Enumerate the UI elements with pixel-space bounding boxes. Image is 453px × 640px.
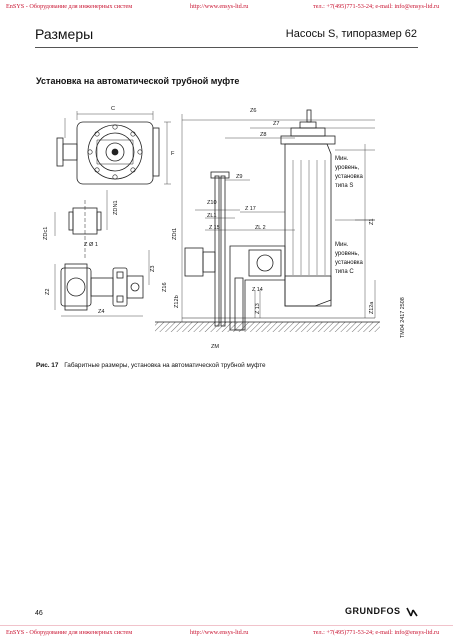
dim-f: F: [171, 151, 175, 157]
note-min-level-s: Мин. уровень, установка типа S: [335, 156, 364, 189]
banner-company: EnSYS - Оборудование для инженерных сист…: [6, 629, 133, 636]
brand-logo: GRUNDFOS: [345, 606, 418, 617]
figure-caption: Рис. 17 Габаритные размеры, установка на…: [36, 362, 266, 369]
svg-text:установка: установка: [335, 174, 364, 180]
side-view: [181, 109, 376, 331]
dim-z4: Z4: [98, 309, 105, 315]
dim-z9: Z9: [236, 174, 243, 180]
banner-company: EnSYS - Оборудование для инженерных сист…: [6, 3, 133, 10]
figure-number: Рис. 17: [36, 362, 59, 369]
dim-z6: Z6: [250, 108, 257, 114]
bottom-contact-banner: EnSYS - Оборудование для инженерных сист…: [0, 628, 453, 638]
header-divider: [35, 47, 418, 48]
dim-z10: Z10: [207, 200, 217, 206]
coupling-top-view: [54, 250, 150, 317]
drawing-code: TM04 2417 2508: [400, 297, 406, 338]
dim-c: C: [111, 106, 115, 112]
top-contact-banner: EnSYS - Оборудование для инженерных сист…: [0, 2, 453, 12]
svg-text:типа S: типа S: [335, 183, 353, 189]
page-subtitle: Насосы S, типоразмер 62: [285, 28, 417, 40]
svg-text:уровень,: уровень,: [335, 251, 360, 257]
svg-text:установка: установка: [335, 260, 364, 266]
dim-z7: Z7: [273, 121, 280, 127]
figure-caption-text: Габаритные размеры, установка на автомат…: [64, 362, 266, 369]
banner-contacts: тел.: +7(495)771-53-24; e-mail: info@ens…: [313, 629, 440, 636]
dim-z12a: Z12a: [369, 302, 375, 314]
section-title: Установка на автоматической трубной муфт…: [36, 76, 240, 86]
svg-text:уровень,: уровень,: [335, 165, 360, 171]
dim-z17: Z 17: [245, 206, 256, 212]
top-view: [56, 111, 171, 185]
page-number: 46: [35, 610, 43, 617]
floor-hatch: [155, 322, 380, 332]
footer-divider: [0, 625, 453, 626]
dim-z3: Z3: [150, 265, 156, 272]
dim-zl1: ZL1: [207, 213, 217, 219]
coupling-side-view: [54, 190, 108, 260]
dim-zo1: Z Ø 1: [84, 242, 98, 248]
dim-z14: Z 14: [252, 287, 263, 293]
logo-text: GRUNDFOS: [345, 606, 401, 616]
dim-zdt1: ZDt1: [172, 228, 178, 240]
dim-zm: ZM: [211, 344, 219, 350]
drawing-svg: C F ZDN1 ZDc1 Z Ø 1 Z2 Z3 Z4: [43, 106, 406, 350]
dimension-drawing: C F ZDN1 ZDc1 Z Ø 1 Z2 Z3 Z4: [35, 100, 420, 355]
banner-contacts: тел.: +7(495)771-53-24; e-mail: info@ens…: [313, 3, 440, 10]
dim-z16: Z16: [162, 282, 168, 292]
dim-zdn1: ZDN1: [113, 200, 119, 215]
dim-zl2: ZL 2: [255, 225, 266, 231]
svg-text:Мин.: Мин.: [335, 242, 349, 248]
dim-z13: Z 13: [255, 303, 261, 314]
dim-z1: Z1: [369, 218, 375, 225]
banner-website-link[interactable]: http://www.ensys-ltd.ru: [190, 3, 249, 10]
dim-z12b: Z12b: [174, 295, 180, 308]
dim-z15: Z 15: [209, 225, 220, 231]
note-min-level-c: Мин. уровень, установка типа C: [335, 242, 364, 275]
svg-text:типа C: типа C: [335, 269, 354, 275]
svg-text:Мин.: Мин.: [335, 156, 349, 162]
banner-website-link[interactable]: http://www.ensys-ltd.ru: [190, 629, 249, 636]
dim-z2: Z2: [45, 288, 51, 295]
logo-mark-icon: [405, 607, 418, 617]
page-title: Размеры: [35, 26, 94, 42]
dim-zdc1: ZDc1: [43, 227, 49, 240]
dim-z8: Z8: [260, 132, 267, 138]
